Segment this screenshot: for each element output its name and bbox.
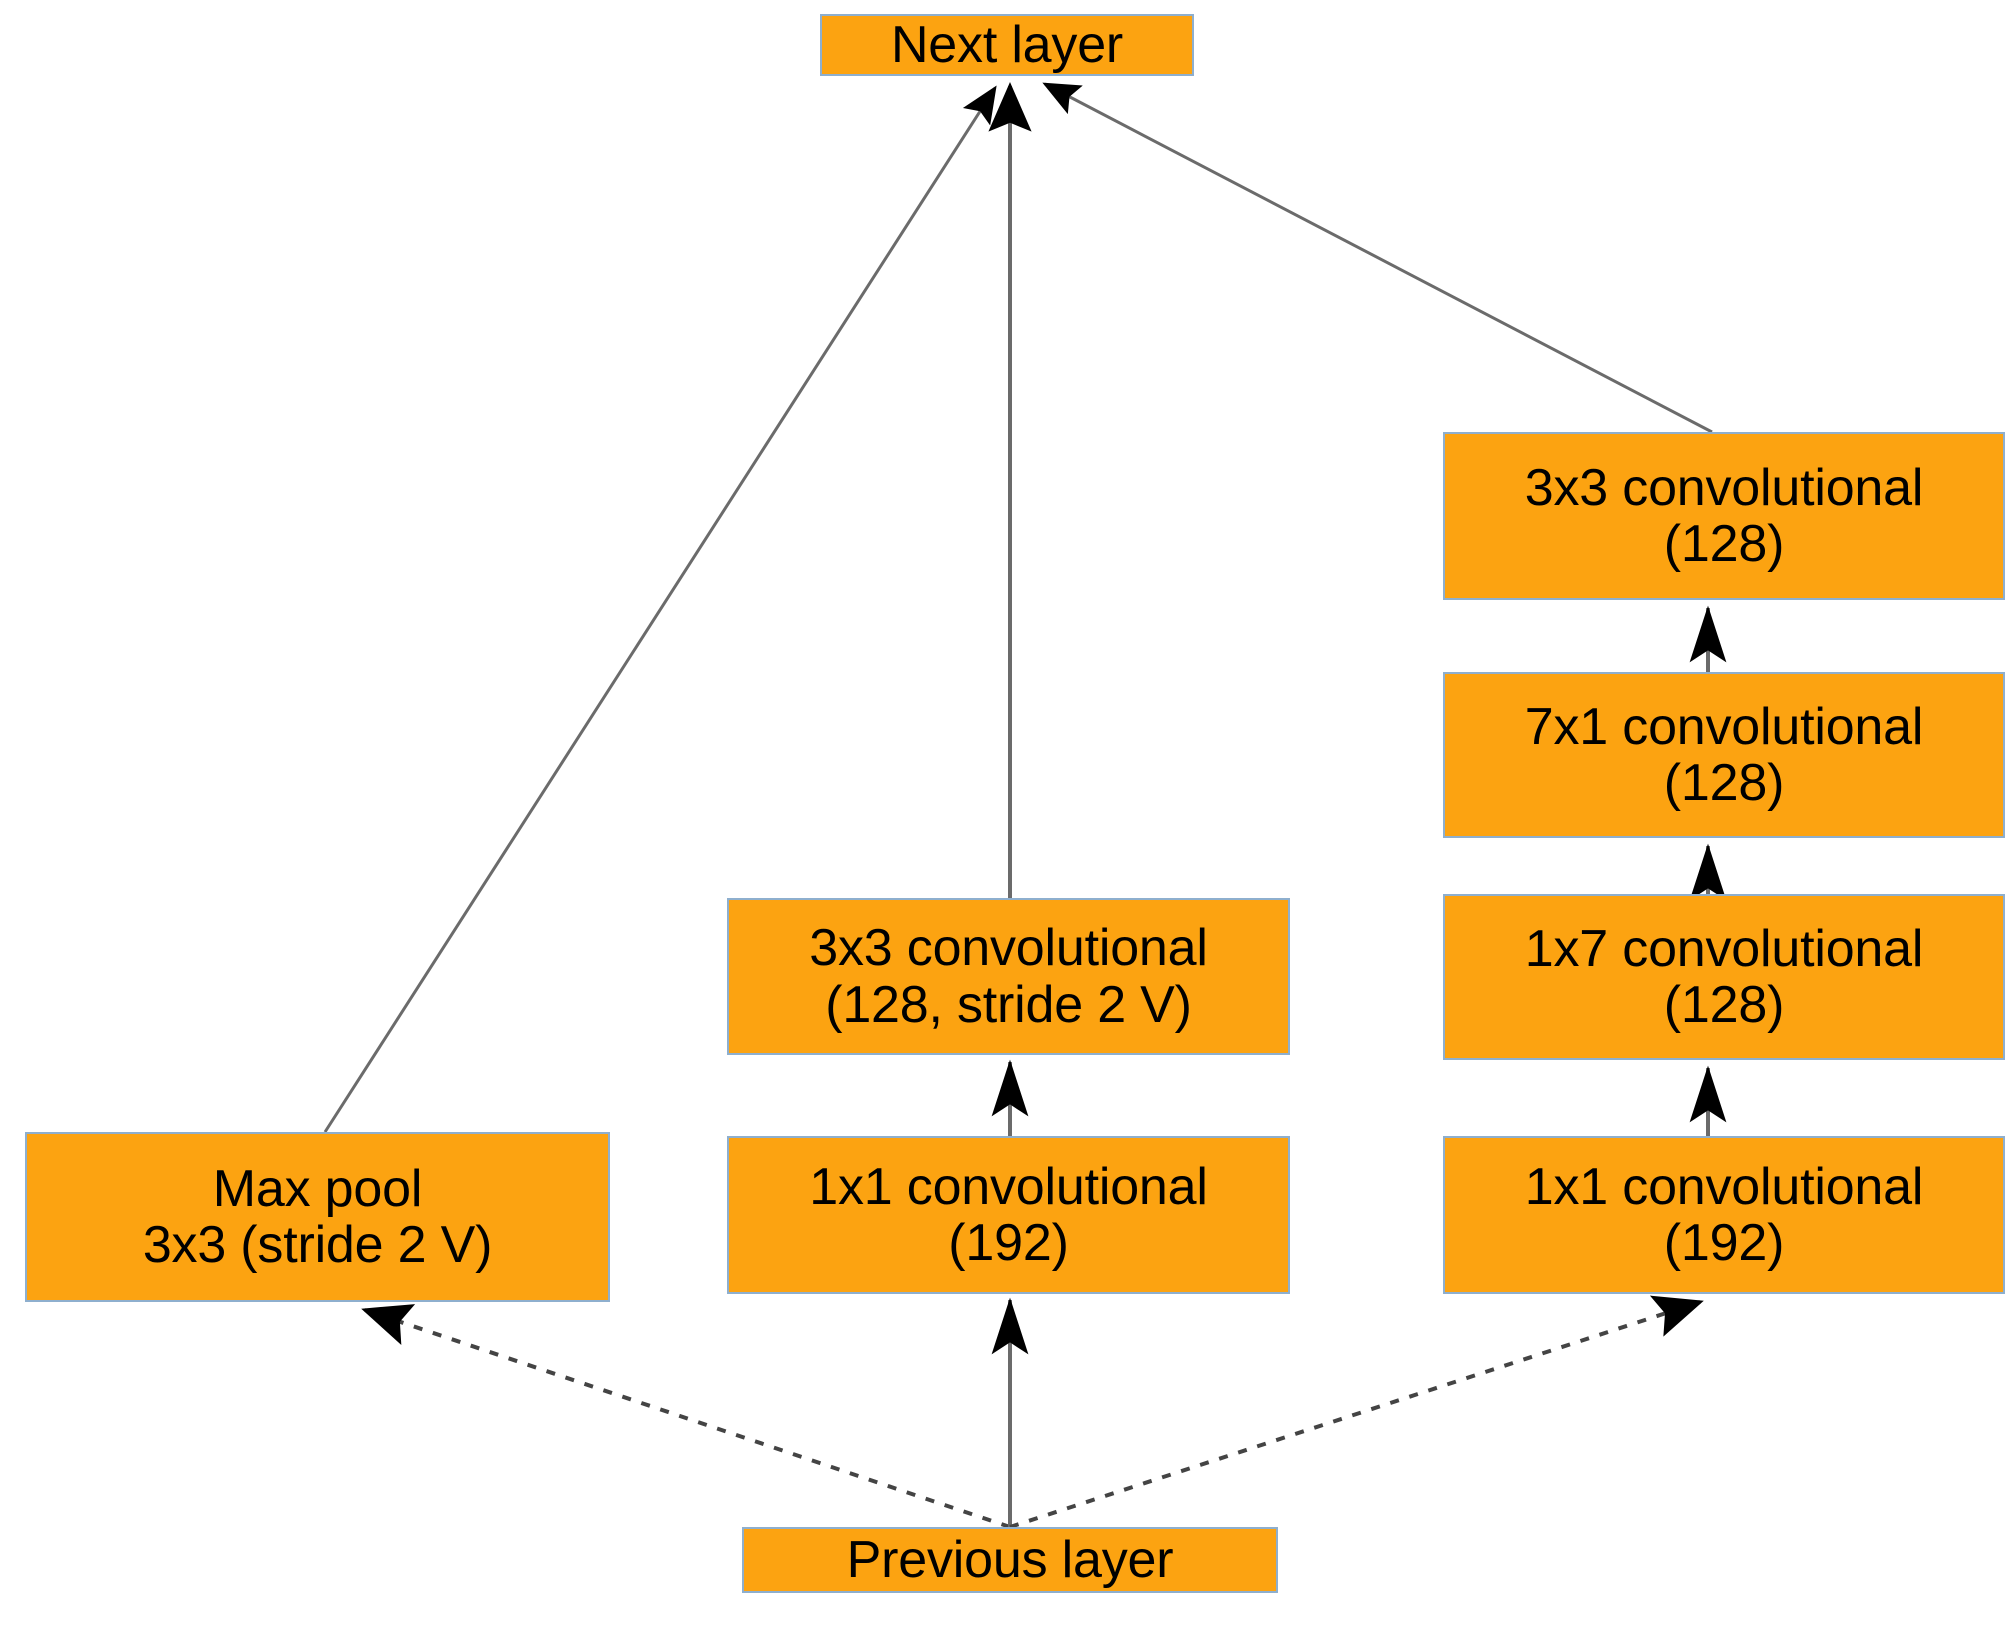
node-right-conv1x7-label-line2: (128) bbox=[1663, 976, 1785, 1034]
node-mid-conv1x1[interactable]: 1x1 convolutional (192) bbox=[727, 1136, 1290, 1294]
node-right-conv7x1-label-line1: 7x1 convolutional bbox=[1524, 697, 1924, 756]
node-mid-conv3x3-label-line1: 3x3 convolutional bbox=[809, 919, 1208, 978]
node-mid-conv3x3[interactable]: 3x3 convolutional (128, stride 2 V) bbox=[727, 898, 1290, 1055]
edge-previous-layer-to-max-pool bbox=[361, 1304, 1011, 1529]
edge-max-pool-to-next-layer bbox=[323, 85, 997, 1133]
node-next-layer-label: Next layer bbox=[890, 15, 1124, 74]
node-right-conv1x7[interactable]: 1x7 convolutional (128) bbox=[1443, 894, 2005, 1060]
node-right-conv7x1-label-line2: (128) bbox=[1663, 754, 1785, 812]
node-right-conv7x1[interactable]: 7x1 convolutional (128) bbox=[1443, 672, 2005, 838]
edge-right-conv3x3-to-next-layer bbox=[1042, 82, 1713, 434]
node-right-conv3x3-label-line2: (128) bbox=[1663, 515, 1785, 573]
node-max-pool-label-line1: Max pool bbox=[212, 1159, 423, 1218]
node-right-conv3x3[interactable]: 3x3 convolutional (128) bbox=[1443, 432, 2005, 600]
node-right-conv1x1-label-line2: (192) bbox=[1663, 1214, 1785, 1272]
node-previous-layer[interactable]: Previous layer bbox=[742, 1527, 1278, 1593]
node-max-pool[interactable]: Max pool 3x3 (stride 2 V) bbox=[25, 1132, 610, 1302]
node-right-conv3x3-label-line1: 3x3 convolutional bbox=[1524, 458, 1924, 517]
node-max-pool-label-line2: 3x3 (stride 2 V) bbox=[142, 1216, 493, 1274]
node-next-layer[interactable]: Next layer bbox=[820, 14, 1194, 76]
node-mid-conv3x3-label-line2: (128, stride 2 V) bbox=[825, 975, 1192, 1034]
node-mid-conv1x1-label-line2: (192) bbox=[948, 1214, 1069, 1272]
node-right-conv1x1[interactable]: 1x1 convolutional (192) bbox=[1443, 1136, 2005, 1294]
node-mid-conv1x1-label-line1: 1x1 convolutional bbox=[809, 1157, 1208, 1216]
edge-previous-layer-to-right-conv1x1 bbox=[1009, 1295, 1704, 1529]
node-right-conv1x7-label-line1: 1x7 convolutional bbox=[1524, 919, 1924, 978]
node-previous-layer-label: Previous layer bbox=[846, 1530, 1174, 1589]
node-right-conv1x1-label-line1: 1x1 convolutional bbox=[1524, 1157, 1924, 1216]
